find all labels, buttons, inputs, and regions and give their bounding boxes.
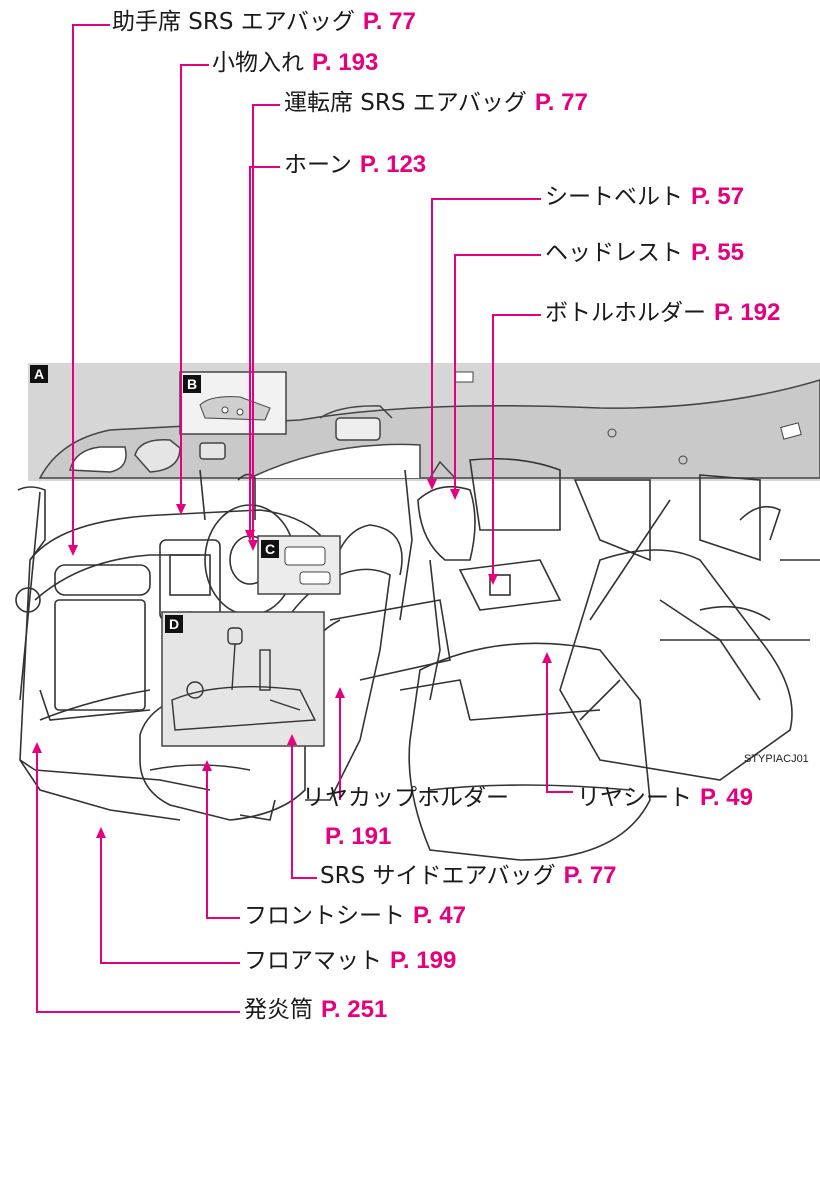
image-code: STYPIACJ01 bbox=[744, 753, 809, 765]
page-link[interactable]: P. 192 bbox=[714, 299, 781, 326]
page-link[interactable]: P. 123 bbox=[359, 151, 427, 178]
page-link[interactable]: P. 77 bbox=[534, 89, 588, 116]
ceiling-panel bbox=[28, 363, 820, 481]
page-link[interactable]: P. 47 bbox=[413, 902, 466, 929]
inset-tag-a: A bbox=[30, 365, 48, 383]
callout-rear-cup-holder-page: P. 191 bbox=[325, 823, 391, 851]
page-link[interactable]: P. 199 bbox=[390, 947, 457, 974]
inset-tag-b: B bbox=[183, 375, 201, 393]
leader-lines bbox=[36, 24, 573, 1013]
page-link[interactable]: P. 251 bbox=[321, 996, 388, 1023]
inset-tag-d: D bbox=[165, 615, 183, 633]
inset-tag-c: C bbox=[261, 540, 279, 558]
page-link[interactable]: P. 57 bbox=[691, 183, 744, 210]
page-link[interactable]: P. 77 bbox=[362, 8, 416, 35]
page-link[interactable]: P. 191 bbox=[325, 823, 392, 850]
callout-rear-cup-holder: リヤカップホルダー bbox=[302, 785, 509, 811]
page-link[interactable]: P. 49 bbox=[700, 784, 753, 811]
page-link[interactable]: P. 55 bbox=[691, 239, 744, 266]
page-link[interactable]: P. 77 bbox=[563, 862, 617, 889]
page-link[interactable]: P. 193 bbox=[312, 49, 379, 76]
